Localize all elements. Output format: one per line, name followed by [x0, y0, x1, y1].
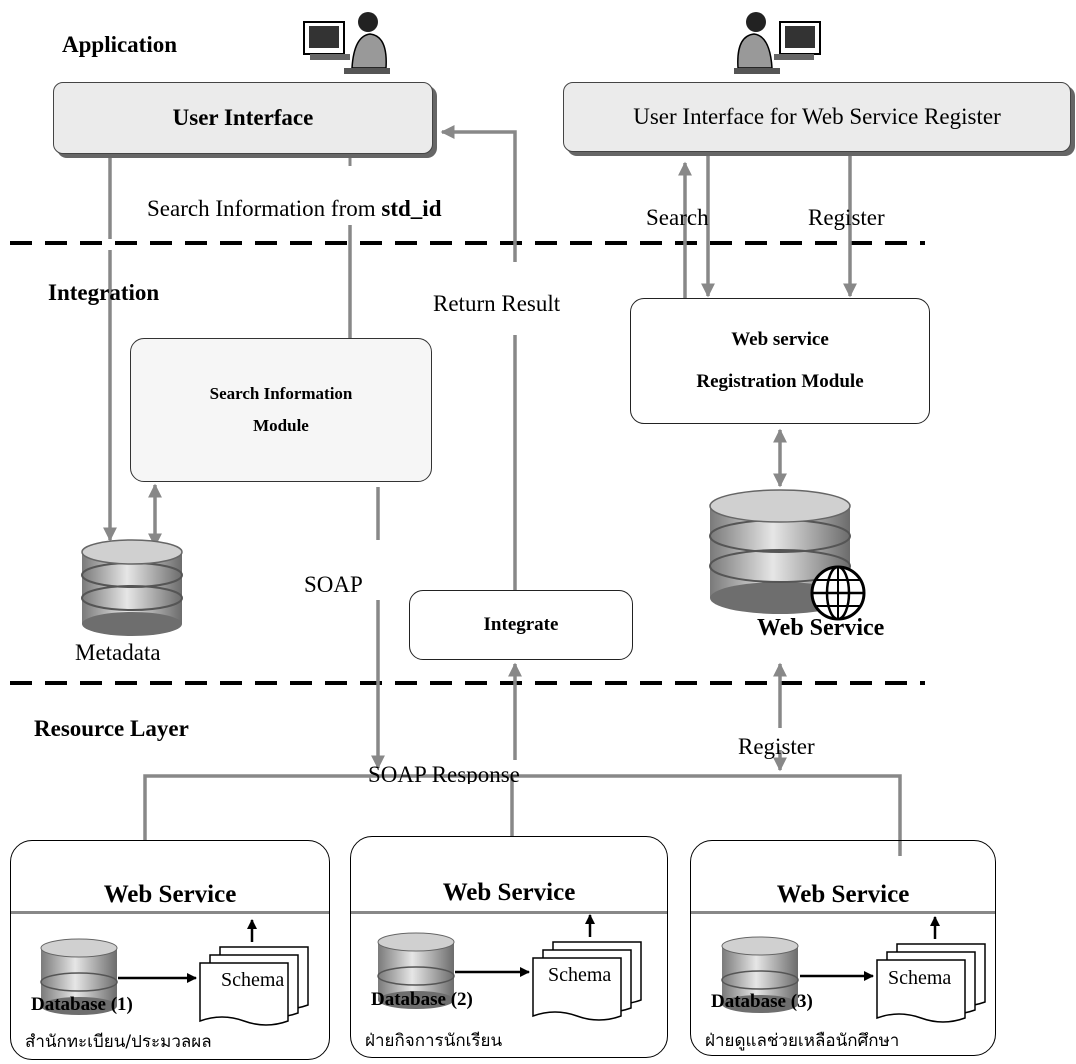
- search-information-label: Search Information from std_id: [147, 196, 442, 221]
- layer-title-resource: Resource Layer: [34, 716, 189, 741]
- schema-document-stack-icon: [199, 946, 309, 1026]
- resource-title: Web Service: [442, 879, 576, 906]
- user-interface-box[interactable]: User Interface: [53, 82, 433, 154]
- layer-title-integration: Integration: [48, 280, 160, 305]
- database-label: Database (3): [711, 991, 813, 1012]
- integrate-label: Integrate: [483, 614, 559, 635]
- divider: [11, 911, 329, 914]
- department-label: ฝ่ายดูแลช่วยเหลือนักศึกษา: [705, 1031, 900, 1051]
- resource-web-service-1[interactable]: Web Service Database (1) Schema สำนักทะเ…: [10, 840, 330, 1060]
- database-label: Database (1): [31, 994, 133, 1015]
- resource-title: Web Service: [103, 881, 237, 908]
- search-module-line2: Module: [253, 416, 309, 435]
- database-2-icon: [377, 932, 455, 1009]
- user-at-computer-icon: [734, 12, 821, 74]
- schema-document-stack-icon: [532, 941, 642, 1021]
- soap-response-label: SOAP Response: [368, 762, 520, 784]
- database-label: Database (2): [371, 989, 473, 1010]
- integrate-box[interactable]: Integrate: [409, 590, 633, 660]
- search-module-line1: Search Information: [209, 384, 353, 403]
- user-interface-label: User Interface: [172, 105, 314, 130]
- resource-web-service-2[interactable]: Web Service Database (2) Schema ฝ่ายกิจก…: [350, 836, 668, 1058]
- schema-label: Schema: [548, 964, 612, 986]
- register-top-label: Register: [808, 205, 885, 230]
- globe-icon: [810, 565, 866, 621]
- resource-title: Web Service: [776, 881, 910, 908]
- user-at-computer-icon: [303, 12, 390, 74]
- divider: [691, 911, 995, 914]
- database-3-icon: [721, 936, 799, 1013]
- search-information-module[interactable]: Search Information Module: [130, 338, 432, 482]
- resource-bus: [143, 774, 902, 856]
- ui-register-box[interactable]: User Interface for Web Service Register: [563, 82, 1071, 152]
- soap-label: SOAP: [304, 572, 363, 597]
- return-result-label: Return Result: [433, 291, 561, 316]
- department-label: สำนักทะเบียน/ประมวลผล: [25, 1032, 212, 1052]
- std-id-key: std_id: [381, 196, 442, 221]
- divider: [351, 911, 667, 914]
- ui-register-label: User Interface for Web Service Register: [633, 104, 1001, 129]
- registration-module[interactable]: Web service Registration Module: [630, 298, 930, 424]
- registration-line2: Registration Module: [696, 371, 864, 392]
- search-label: Search: [646, 205, 709, 230]
- resource-web-service-3[interactable]: Web Service Database (3) Schema ฝ่ายดูแล…: [690, 840, 996, 1056]
- registration-line1: Web service: [731, 329, 829, 350]
- department-label: ฝ่ายกิจการนักเรียน: [365, 1031, 503, 1051]
- register-bottom-label: Register: [738, 734, 815, 759]
- arrow-return-result: [440, 125, 517, 262]
- web-service-db-label: Web Service: [757, 615, 885, 641]
- metadata-label: Metadata: [75, 640, 161, 665]
- metadata-database-icon: [81, 539, 183, 636]
- database-1-icon: [40, 938, 118, 1015]
- schema-label: Schema: [888, 967, 952, 989]
- schema-label: Schema: [221, 969, 285, 991]
- schema-document-stack-icon: [876, 943, 986, 1023]
- layer-title-application: Application: [62, 32, 178, 57]
